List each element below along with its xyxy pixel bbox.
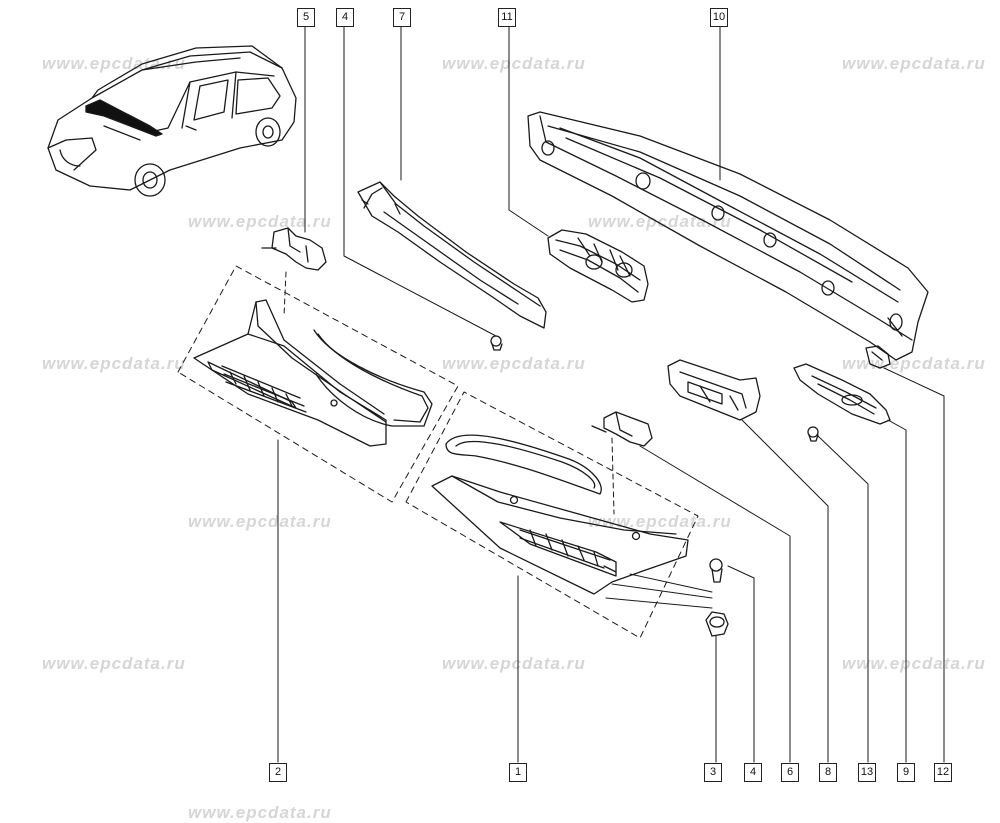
part-11-vent-grille — [547, 229, 649, 303]
watermark: www.epcdata.ru — [42, 654, 186, 673]
part-1-right-cowl — [405, 391, 699, 639]
part-4-screw-upper — [490, 335, 503, 351]
callout-1: 1 — [509, 763, 527, 782]
callout-5: 5 — [297, 8, 315, 27]
callout-11: 11 — [498, 8, 516, 27]
part-7-cowl-side-grille — [357, 181, 547, 329]
watermark: www.epcdata.ru — [188, 512, 332, 531]
callout-4-lower: 4 — [744, 763, 762, 782]
callout-4: 4 — [336, 8, 354, 27]
watermark: www.epcdata.ru — [188, 212, 332, 231]
callout-12: 12 — [934, 763, 952, 782]
watermark: www.epcdata.ru — [42, 354, 186, 373]
part-10-scuttle-panel — [527, 111, 929, 361]
watermark: www.epcdata.ru — [842, 54, 986, 73]
callout-7: 7 — [393, 8, 411, 27]
callout-8: 8 — [819, 763, 837, 782]
car-thumbnail — [47, 45, 297, 197]
part-5-clip — [261, 227, 327, 271]
part-4-screw-lower — [709, 558, 723, 583]
callout-13: 13 — [858, 763, 876, 782]
callout-3: 3 — [704, 763, 722, 782]
callout-9: 9 — [897, 763, 915, 782]
part-6-clip — [591, 411, 653, 447]
watermark: www.epcdata.ru — [442, 54, 586, 73]
part-12-clip — [865, 345, 891, 369]
watermark: www.epcdata.ru — [842, 354, 986, 373]
part-9-side-grille — [793, 363, 891, 425]
watermark: www.epcdata.ru — [442, 654, 586, 673]
leader-lines — [277, 25, 945, 763]
watermark: www.epcdata.ru — [188, 803, 332, 822]
callout-6: 6 — [781, 763, 799, 782]
part-13-screw — [807, 426, 819, 442]
watermark: www.epcdata.ru — [442, 354, 586, 373]
callout-10: 10 — [710, 8, 728, 27]
watermark: www.epcdata.ru — [842, 654, 986, 673]
part-2-left-cowl — [177, 265, 459, 503]
callout-2: 2 — [269, 763, 287, 782]
part-8-grille-insert — [667, 359, 761, 421]
part-3-grommet — [705, 611, 729, 637]
